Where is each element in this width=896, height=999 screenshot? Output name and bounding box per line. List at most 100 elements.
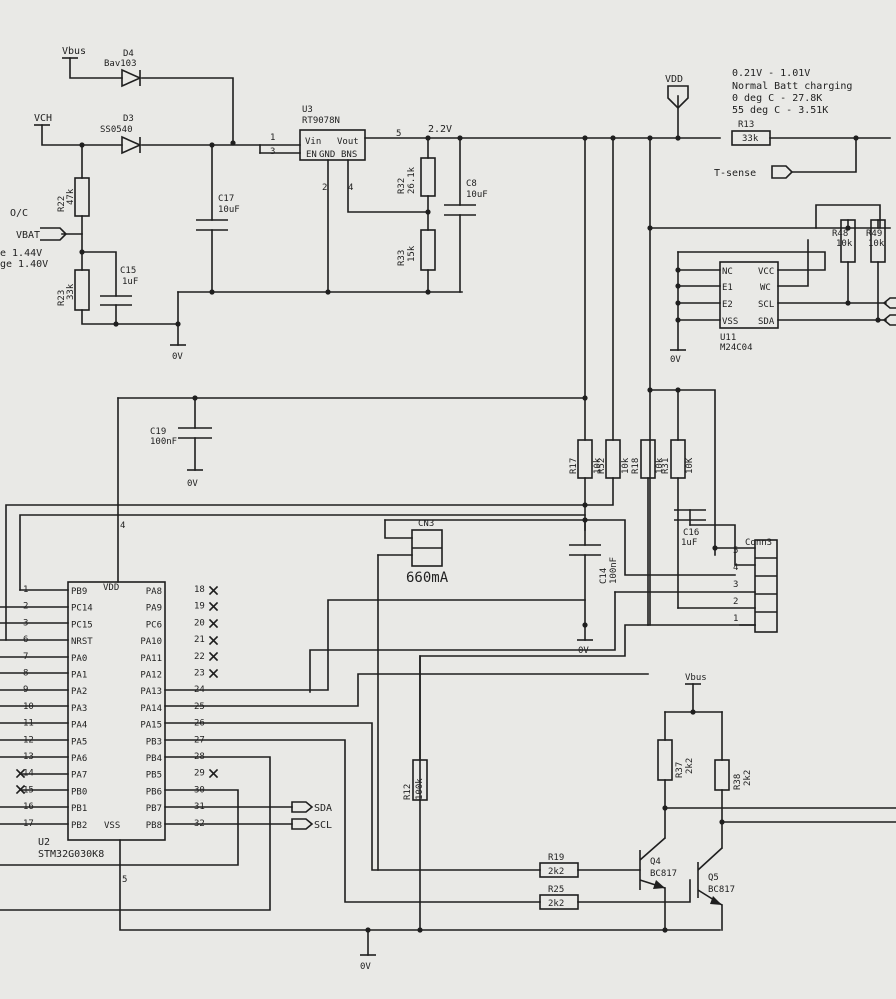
vdd-flag	[667, 85, 689, 110]
c8-ref: C8	[466, 179, 477, 189]
u2-pin-number: 32	[194, 819, 205, 829]
net-label-vbat: VBAT	[16, 230, 40, 241]
note-line-2: Normal Batt charging	[732, 81, 852, 92]
r22-ref: R22	[57, 196, 67, 212]
jumper-cn3	[411, 529, 443, 567]
r22-value: 47k	[66, 188, 76, 205]
u2-pin-number: 15	[23, 785, 34, 795]
u2-pin-name: PB2	[71, 821, 87, 831]
u2-pin-number: 6	[23, 635, 28, 645]
u3-pin-en: EN	[306, 150, 317, 160]
u2-pin-number: 30	[194, 785, 205, 795]
u2-pin-name: PA15	[140, 721, 162, 731]
u2-value: STM32G030K8	[38, 849, 104, 860]
u11-pin-wc: WC	[760, 283, 771, 293]
resistor-r49	[870, 219, 886, 263]
u2-pin-number: 16	[23, 802, 34, 812]
u2-pin-name: PB7	[146, 804, 162, 814]
ground-label: 0V	[578, 646, 589, 656]
net-label-tsense: T-sense	[714, 168, 756, 179]
net-label-vdd: VDD	[665, 74, 683, 85]
u2-pin-name: PA12	[140, 671, 162, 681]
c8-value: 10uF	[466, 190, 488, 200]
u2-pin-name: PC14	[71, 604, 93, 614]
r48-value: 10k	[836, 239, 853, 249]
u2-pin-name: PA11	[140, 654, 162, 664]
capacitor-c15	[100, 295, 132, 306]
ground-label: 0V	[187, 479, 198, 489]
u3-ref: U3	[302, 105, 313, 115]
r12-value: 100k	[415, 778, 425, 800]
c17-ref: C17	[218, 194, 234, 204]
u2-pin-name: PA3	[71, 704, 87, 714]
u2-pin-number: 27	[194, 735, 205, 745]
u3-pin-bp: BNS	[341, 150, 357, 160]
u2-pin-name: PA1	[71, 671, 87, 681]
u2-pin-number: 28	[194, 752, 205, 762]
diode-d3	[121, 135, 142, 155]
resistor-r38	[714, 759, 730, 791]
u3-value: RT9078N	[302, 116, 340, 126]
d4-value: Bav103	[104, 59, 137, 69]
c16-value: 1uF	[681, 538, 697, 548]
capacitor-c19	[178, 427, 212, 439]
u3-pin-1: 1	[270, 133, 275, 143]
q5-value: BC817	[708, 885, 735, 895]
sda-port-right	[882, 297, 896, 309]
c14-value: 100nF	[609, 557, 619, 584]
r23-value: 33k	[66, 283, 76, 300]
u3-pin-2: 2	[322, 183, 327, 193]
c16-ref: C16	[683, 528, 699, 538]
r19-ref: R19	[548, 853, 564, 863]
u2-pin-name: PA8	[146, 587, 162, 597]
resistor-r13	[731, 130, 771, 146]
u3-pin-5: 5	[396, 129, 401, 139]
u2-pin-number: 11	[23, 719, 34, 729]
cn3-ref: CN3	[418, 519, 434, 529]
resistor-r48	[840, 219, 856, 263]
conn3-pin-4: 4	[733, 563, 738, 573]
q5-ref: Q5	[708, 873, 719, 883]
diode-d4	[121, 68, 142, 88]
r32-value: 26.1k	[407, 166, 417, 194]
r33-value: 15k	[407, 245, 417, 262]
u2-pin-number: 29	[194, 769, 205, 779]
resistor-r12	[412, 759, 428, 801]
note-oc: O/C	[10, 208, 28, 219]
u2-pin-number: 19	[194, 602, 205, 612]
r37-ref: R37	[675, 762, 685, 778]
c14-ref: C14	[599, 568, 609, 584]
net-label-sda: SDA	[314, 803, 332, 814]
u3-pin-3: 3	[270, 147, 275, 157]
u2-pin-name: PA2	[71, 687, 87, 697]
r33-ref: R33	[397, 250, 407, 266]
transistor-q5	[697, 847, 723, 906]
resistor-r17	[577, 439, 593, 479]
mcu-u2	[67, 581, 166, 841]
u2-pin-number: 17	[23, 819, 34, 829]
note-v1: e 1.44V	[0, 248, 42, 259]
note-line-1: 0.21V - 1.01V	[732, 68, 810, 79]
r17-value: 10k	[593, 457, 603, 474]
u11-pin-vss: VSS	[722, 317, 738, 327]
u2-pin-name: PB6	[146, 787, 162, 797]
r23-ref: R23	[57, 290, 67, 306]
r13-ref: R13	[738, 120, 754, 130]
c17-value: 10uF	[218, 205, 240, 215]
d3-value: SS0540	[100, 125, 133, 135]
conn3-pin-2: 2	[733, 597, 738, 607]
r25-value: 2k2	[548, 899, 564, 909]
u2-pin-number: 22	[194, 652, 205, 662]
u2-pin-name: PA4	[71, 721, 87, 731]
c15-ref: C15	[120, 266, 136, 276]
u2-pin-name: PA6	[71, 754, 87, 764]
connector-conn3	[754, 539, 778, 633]
u11-ref: U11	[720, 333, 736, 343]
u2-pin-number: 25	[194, 702, 205, 712]
u2-pin-name: PB1	[71, 804, 87, 814]
net-label-2v2: 2.2V	[428, 124, 452, 135]
u2-pin-name: PB3	[146, 737, 162, 747]
q4-ref: Q4	[650, 857, 661, 867]
u2-pin-number: 3	[23, 618, 28, 628]
